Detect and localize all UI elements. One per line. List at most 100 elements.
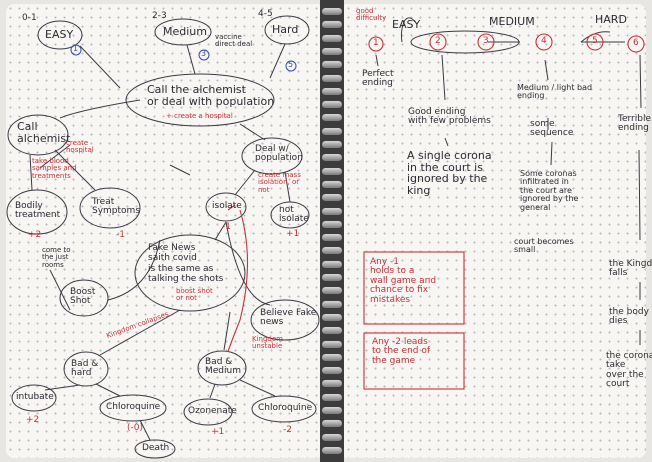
- node-intubate: [11, 384, 57, 412]
- spiral-binding: [320, 0, 344, 462]
- spiral-ring: [322, 446, 342, 454]
- spiral-ring: [322, 87, 342, 95]
- red-num-6: [627, 35, 645, 53]
- red-num-3: [477, 33, 495, 51]
- blue-circle-3: [198, 49, 210, 61]
- spiral-ring: [322, 353, 342, 361]
- node-call-center-label: Call the alchemist or deal with populati…: [147, 83, 275, 108]
- red-num-2: [429, 33, 447, 51]
- level-easy: EASY: [45, 28, 74, 41]
- spiral-ring: [322, 114, 342, 122]
- num-2: 2: [435, 36, 441, 46]
- single-corona: A single corona in the court is ignored …: [407, 149, 492, 197]
- node-treat: [79, 187, 141, 229]
- node-not-isolate-label: not isolate: [279, 205, 309, 225]
- spiral-ring: [322, 433, 342, 441]
- node-fake-news-label: Fake News saith covid is the same as tal…: [148, 243, 224, 285]
- node-chloroquine2-label: Chloroquine: [258, 403, 313, 413]
- header-easy: EASY: [392, 18, 421, 31]
- spiral-ring: [322, 367, 342, 375]
- node-chloroquine1: [99, 394, 167, 422]
- num-3: 3: [483, 36, 489, 46]
- create-hospital-label: + create a hospital: [166, 112, 233, 120]
- node-bad-medium: [197, 350, 247, 386]
- score-minus2: -2: [283, 425, 292, 435]
- spiral-ring: [322, 47, 342, 55]
- num-1: 1: [373, 38, 379, 48]
- node-believe-fake-label: Believe Fake news: [260, 308, 317, 328]
- perfect-ending: Perfect ending: [362, 69, 394, 89]
- node-treat-label: Treat Symptoms: [92, 197, 141, 217]
- blue-num-3: 3: [201, 49, 207, 58]
- score-plus1: +1: [286, 229, 300, 239]
- node-call-alchemist-label: Call alchemist: [17, 120, 71, 145]
- level-hard: Hard: [272, 23, 299, 36]
- spiral-ring: [322, 167, 342, 175]
- corona-takes-court: the corona take over the court: [606, 351, 652, 390]
- any-minus2-note: Any -2 leads to the end of the game: [372, 337, 431, 366]
- node-isolate-label: isolate: [212, 201, 242, 211]
- spiral-ring: [322, 34, 342, 42]
- node-ozonenate-label: Ozonenate: [188, 406, 237, 416]
- node-call-center: [125, 73, 275, 127]
- score-minus1-a: -1: [116, 230, 125, 240]
- spiral-ring: [322, 194, 342, 202]
- any-minus1-note: Any -1 holds to a wall game and chance t…: [370, 257, 437, 305]
- some-coronas: Some coronas infiltrated in the court ar…: [520, 169, 579, 212]
- medium-light-ending: Medium / light bad ending: [517, 83, 593, 101]
- num-5: 5: [592, 36, 598, 46]
- spiral-ring: [322, 407, 342, 414]
- blue-circle-1: [70, 44, 82, 56]
- node-boost-shot: [59, 279, 109, 317]
- terrible-ending: Terrible ending: [618, 114, 651, 134]
- range-medium: 2-3: [152, 11, 167, 21]
- node-chloroquine2: [251, 395, 317, 423]
- spiral-ring: [322, 180, 342, 188]
- node-easy: [37, 20, 83, 50]
- blue-circle-5: [285, 60, 297, 72]
- spiral-ring: [322, 141, 342, 148]
- spiral-ring: [322, 274, 342, 281]
- left-page: [6, 4, 320, 458]
- spiral-ring: [322, 380, 342, 388]
- right-page: [344, 4, 646, 458]
- node-boost-shot-label: Boost Shot: [70, 287, 96, 307]
- node-believe-fake: [250, 299, 320, 341]
- kingdom-falls: the Kingdom falls: [609, 259, 652, 279]
- blue-num-1: 1: [73, 44, 79, 53]
- node-bad-medium-label: Bad & Medium: [205, 357, 241, 377]
- node-bad-hard-label: Bad & hard: [71, 359, 99, 379]
- spiral-ring: [322, 207, 342, 215]
- node-death: [134, 439, 176, 459]
- spiral-ring: [322, 21, 342, 29]
- red-num-5: [586, 33, 604, 51]
- come-to-note: come to the just rooms: [42, 246, 71, 269]
- good-difficulty-note: good difficulty: [356, 7, 387, 23]
- score-plus1-b: +1: [211, 427, 225, 437]
- note-box-minus2: [363, 332, 465, 390]
- node-fake-news: [134, 234, 246, 312]
- num-4: 4: [541, 36, 547, 46]
- spiral-ring: [322, 300, 342, 308]
- spiral-ring: [322, 127, 342, 135]
- node-bad-hard: [63, 351, 109, 387]
- header-medium: MEDIUM: [489, 15, 535, 28]
- good-ending: Good ending with few problems: [408, 107, 491, 127]
- court-becomes-small: court becomes small: [514, 237, 574, 255]
- spiral-ring: [322, 220, 342, 228]
- header-hard: HARD: [595, 13, 627, 26]
- range-easy: 0-1: [22, 13, 37, 23]
- spiral-ring: [322, 393, 342, 401]
- blue-num-5: 5: [288, 60, 294, 69]
- node-ozonenate: [183, 398, 233, 426]
- note-box-minus1: [363, 251, 465, 325]
- red-num-4: [535, 33, 553, 51]
- score-plus2-b: +2: [26, 415, 40, 425]
- node-deal-population: [241, 137, 303, 175]
- node-call-alchemist: [7, 114, 69, 156]
- node-chloroquine1-label: Chloroquine: [106, 402, 161, 412]
- node-bodily: [6, 189, 68, 235]
- spiral-ring: [322, 61, 342, 69]
